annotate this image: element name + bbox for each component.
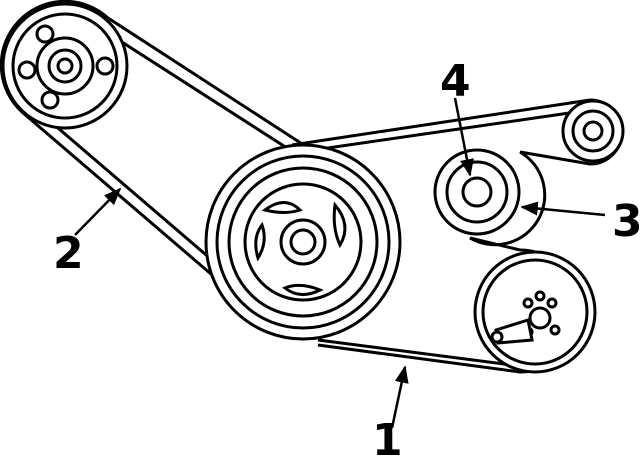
callout-1: 1 xyxy=(372,415,403,460)
callout-leaders xyxy=(74,97,606,429)
lower-right-pulley xyxy=(473,250,597,374)
callout-4: 4 xyxy=(440,56,471,107)
upper-right-pulley xyxy=(561,99,625,163)
crankshaft-pulley xyxy=(204,143,402,341)
leader-2 xyxy=(74,187,122,236)
leader-1 xyxy=(390,365,409,429)
leader-3 xyxy=(520,201,606,217)
leader-4 xyxy=(453,97,474,177)
upper-left-pulley xyxy=(1,2,129,130)
callout-2: 2 xyxy=(53,228,84,279)
callout-3: 3 xyxy=(612,196,640,247)
idler-pulley xyxy=(433,148,521,236)
